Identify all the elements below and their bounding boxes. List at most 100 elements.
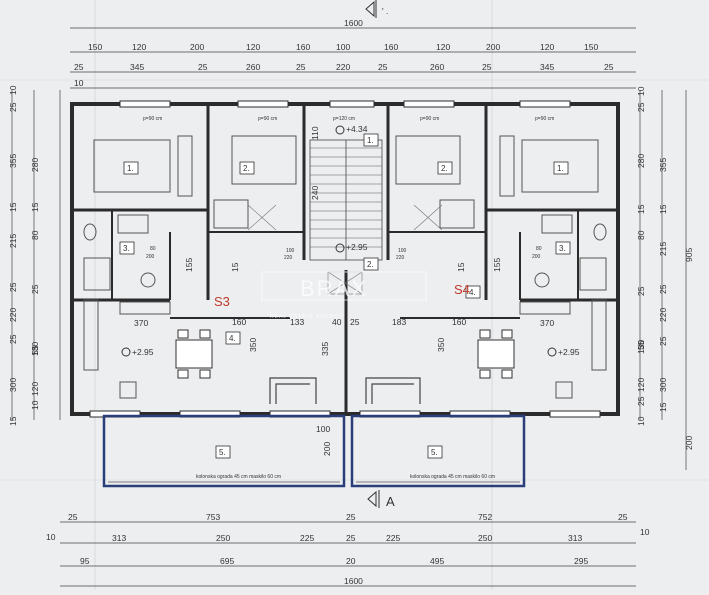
dim-value: 25 bbox=[74, 62, 84, 72]
dim-value: 10 bbox=[636, 416, 646, 426]
dim-value: 55 bbox=[30, 345, 40, 355]
room-label-1-left: 1. bbox=[127, 164, 134, 173]
svg-text:A: A bbox=[386, 494, 395, 509]
svg-text:183: 183 bbox=[392, 317, 406, 327]
dim-value: 220 bbox=[658, 308, 668, 322]
unit-label-s3: S3 bbox=[214, 294, 230, 309]
window-label-center: p=120 cm bbox=[333, 116, 355, 122]
dim-value: 10 bbox=[30, 400, 40, 410]
dim-value: 95 bbox=[80, 556, 90, 566]
dim-value: 25 bbox=[618, 512, 628, 522]
dining-tables bbox=[175, 329, 515, 379]
dim-value: 25 bbox=[346, 512, 356, 522]
svg-text:133: 133 bbox=[290, 317, 304, 327]
dim-value: 200 bbox=[190, 42, 204, 52]
svg-text:15: 15 bbox=[456, 262, 466, 272]
dim-value: 25 bbox=[658, 336, 668, 346]
room-labels: 1. 2. 2. 1. 3. 3. 4. 4. 1. 2. bbox=[119, 133, 571, 345]
svg-text:350: 350 bbox=[436, 338, 446, 352]
room-label-2-left: 2. bbox=[243, 164, 250, 173]
window-label-3: p=90 cm bbox=[420, 116, 439, 122]
dim-value: 313 bbox=[568, 533, 582, 543]
svg-text:80: 80 bbox=[536, 246, 542, 252]
dim-value: 260 bbox=[246, 62, 260, 72]
room-label-4-right: 4. bbox=[469, 288, 476, 297]
room-label-1-right: 1. bbox=[557, 164, 564, 173]
stair-treads bbox=[310, 147, 382, 248]
dim-value: 120 bbox=[30, 382, 40, 396]
svg-text:' .: ' . bbox=[382, 6, 388, 16]
room-label-3-right: 3. bbox=[559, 244, 566, 253]
room-label-3-left: 3. bbox=[123, 244, 130, 253]
room-label-4-left: 4. bbox=[229, 334, 236, 343]
level-right: +2.95 bbox=[558, 347, 580, 357]
bathroom-fixtures bbox=[83, 214, 607, 291]
section-marker-a: A bbox=[367, 490, 395, 509]
dim-value: 80 bbox=[30, 230, 40, 240]
level-markers: +4.34 +2.95 +2.95 +2.95 bbox=[121, 124, 580, 357]
dim-value: 25 bbox=[378, 62, 388, 72]
watermark-brand: BRAX bbox=[300, 276, 368, 301]
dim-value: 10 bbox=[636, 86, 646, 96]
dim-value: 55 bbox=[636, 340, 646, 350]
dim-value: 120 bbox=[540, 42, 554, 52]
top-dimensions bbox=[70, 27, 636, 89]
dim-value: 280 bbox=[636, 154, 646, 168]
room-label-2-hall: 2. bbox=[367, 260, 374, 269]
svg-text:220: 220 bbox=[396, 255, 405, 261]
internal-dimensions: 80 200 80 200 100 220 100 220 370 370 16… bbox=[134, 126, 554, 456]
dim-value: 345 bbox=[130, 62, 144, 72]
bed-furniture bbox=[93, 135, 599, 229]
dim-value: 150 bbox=[88, 42, 102, 52]
dim-value: 752 bbox=[478, 512, 492, 522]
svg-text:100: 100 bbox=[398, 248, 407, 254]
terraces: 5. 5. kolonska ograda 45 cm maskilo 60 c… bbox=[102, 414, 526, 488]
terrace-note-right: kolonska ograda 45 cm maskilo 60 cm bbox=[410, 474, 495, 480]
left-dimension-lines bbox=[11, 90, 61, 420]
unit-label-s4: S4 bbox=[454, 282, 470, 297]
dim-value: 200 bbox=[486, 42, 500, 52]
watermark-sub: REAL ESTATE AGENCY bbox=[270, 314, 343, 320]
dim-value: 215 bbox=[658, 242, 668, 256]
dim-right-total: 905 bbox=[684, 248, 694, 262]
dim-value: 25 bbox=[296, 62, 306, 72]
dim-value: 20 bbox=[346, 556, 356, 566]
dim-value: 300 bbox=[658, 378, 668, 392]
dim-value: 260 bbox=[430, 62, 444, 72]
sofa-furniture bbox=[269, 377, 421, 404]
dim-value: 25 bbox=[604, 62, 614, 72]
room-label-5-left: 5. bbox=[219, 448, 226, 457]
staircase bbox=[309, 139, 383, 261]
level-upper: +4.34 bbox=[346, 124, 368, 134]
brax-watermark: BRAX REAL ESTATE AGENCY bbox=[261, 271, 427, 320]
dim-value: 313 bbox=[112, 533, 126, 543]
dim-value: 695 bbox=[220, 556, 234, 566]
svg-text:200: 200 bbox=[146, 254, 155, 260]
dim-value: 15 bbox=[8, 202, 18, 212]
dim-value: 160 bbox=[384, 42, 398, 52]
dim-value: 215 bbox=[8, 234, 18, 248]
dim-value: 25 bbox=[8, 334, 18, 344]
dim-value: 120 bbox=[636, 378, 646, 392]
dim-value: 120 bbox=[246, 42, 260, 52]
svg-text:200: 200 bbox=[322, 442, 332, 456]
dim-value: 280 bbox=[30, 158, 40, 172]
dim-value: 15 bbox=[30, 202, 40, 212]
windows-top bbox=[89, 100, 601, 418]
section-marker-top: ' . bbox=[365, 0, 388, 18]
window-label-2: p=90 cm bbox=[258, 116, 277, 122]
dim-value: 25 bbox=[482, 62, 492, 72]
level-left: +2.95 bbox=[132, 347, 154, 357]
dim-value: 295 bbox=[574, 556, 588, 566]
room-label-1-hall: 1. bbox=[367, 136, 374, 145]
svg-text:220: 220 bbox=[284, 255, 293, 261]
dim-value: 25 bbox=[68, 512, 78, 522]
dim-value: 25 bbox=[8, 282, 18, 292]
dim-value: 225 bbox=[386, 533, 400, 543]
